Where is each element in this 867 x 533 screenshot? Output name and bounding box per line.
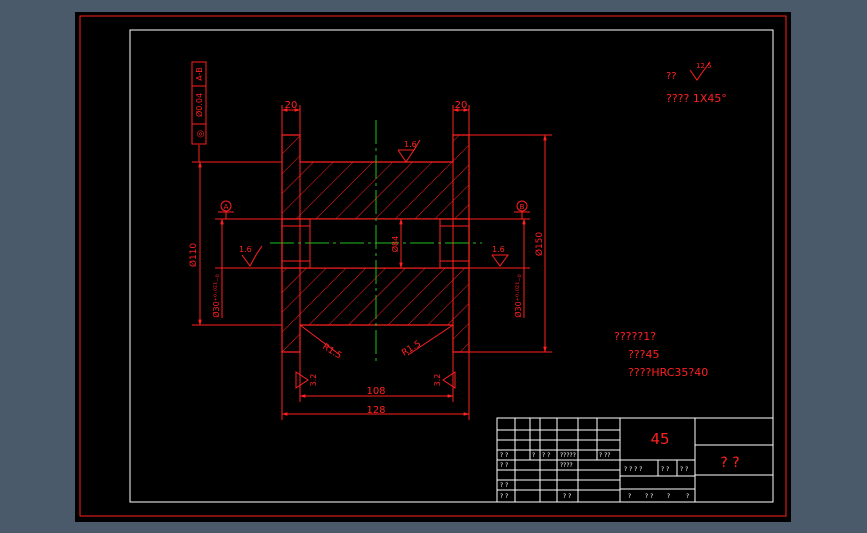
tb-cell-8: ? ? (500, 482, 508, 489)
inner-frame (129, 29, 774, 503)
title-drawing-name: ? ? (720, 455, 739, 471)
tb-cell-6: ???? (560, 462, 573, 469)
datum-a-label: A (224, 203, 229, 211)
dim-bore-left: Ø30⁺⁰·⁰²¹₋₀ (211, 274, 221, 318)
datum-b-label: B (520, 203, 525, 211)
dim-flange-right: 20 (455, 100, 468, 111)
tb-bottom-1: ? (628, 493, 631, 500)
title-material: 45 (650, 430, 669, 448)
tb-bottom-4: ? (686, 493, 689, 500)
tb-mid-2: ? ? (661, 466, 669, 473)
tolerance-value: Ø0.04 (194, 93, 204, 117)
outer-border (79, 15, 787, 517)
roughness-corner-note: ?? (666, 71, 677, 82)
roughness-top: 1.6 (404, 140, 417, 149)
tb-mid-1: ? ? ? ? (624, 466, 642, 473)
concentricity-icon: ◎ (196, 130, 206, 138)
tolerance-frame: ◎ Ø0.04 A-B (191, 61, 207, 145)
tb-bottom-3: ? (667, 493, 670, 500)
dim-bore-diameter: Ø84 (390, 236, 400, 252)
tb-cell-1: ? ? (500, 452, 508, 459)
tb-bottom-5: ? ? (563, 493, 571, 500)
datum-markers: A B (218, 200, 530, 219)
roughness-right: 1.6 (492, 245, 505, 254)
centerlines (270, 120, 482, 365)
requirement-1: ?????1? (614, 330, 656, 343)
title-block (496, 417, 774, 503)
requirement-3: ????HRC35?40 (628, 366, 708, 379)
dim-total-length: 128 (366, 405, 385, 416)
tb-cell-4: ????? (560, 452, 576, 459)
roughness-bottom-right: 3.2 (433, 374, 442, 387)
dim-outer-diameter: Ø150 (534, 232, 545, 257)
roughness-left: 1.6 (239, 245, 252, 254)
tb-cell-7: ? ? (500, 462, 508, 469)
dim-bore-right: Ø30⁺⁰·⁰²¹₋₀ (513, 274, 523, 318)
tb-bottom-2: ? ? (645, 493, 653, 500)
tb-cell-9: ? ? (500, 493, 508, 500)
roughness-bottom-left: 3.2 (309, 374, 318, 387)
dim-hub-diameter: Ø110 (188, 243, 199, 268)
tb-cell-3: ? ? (542, 452, 550, 459)
tb-cell-5: ? ?? (599, 452, 610, 459)
roughness-corner-value: 12.5 (696, 62, 712, 70)
requirement-2: ???45 (628, 348, 660, 361)
tolerance-datum: A-B (195, 67, 204, 80)
chamfer-note: ???? 1X45° (666, 92, 727, 105)
dim-inner-length: 108 (366, 386, 385, 397)
roughness-symbols (241, 61, 711, 389)
dim-flange-left: 20 (285, 100, 298, 111)
tb-mid-3: ? ? (680, 466, 688, 473)
tb-cell-2: ? (532, 452, 535, 459)
